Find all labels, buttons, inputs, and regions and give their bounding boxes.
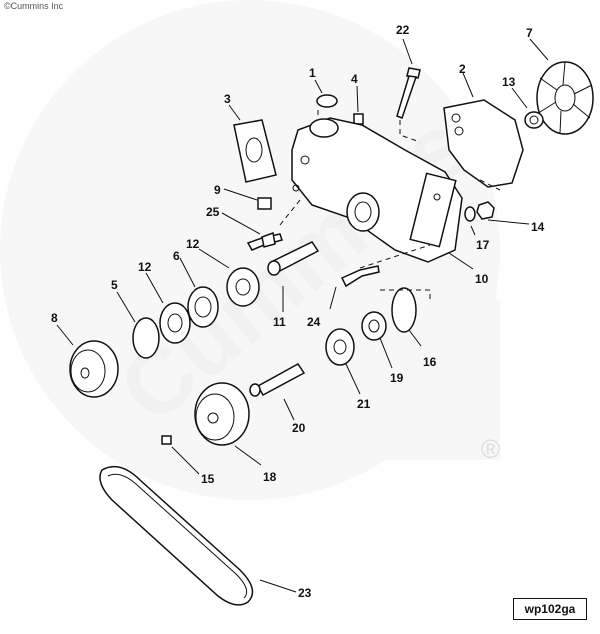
part-19-bearing xyxy=(361,311,387,341)
callout-24: 24 xyxy=(307,315,321,329)
callout-19: 19 xyxy=(390,371,404,385)
part-18-pulley xyxy=(194,382,250,446)
figure-code-label: wp102ga xyxy=(513,598,587,620)
part-23-belt xyxy=(99,465,254,606)
part-12-bearing-right xyxy=(226,267,260,307)
part-14-nut xyxy=(476,201,495,220)
part-15-set-screw xyxy=(161,435,172,445)
copyright-notice: ©Cummins Inc xyxy=(4,1,64,11)
part-25-bolt xyxy=(246,231,283,251)
part-6-bearing xyxy=(187,286,219,328)
callout-2: 2 xyxy=(459,62,466,76)
part-9-plug xyxy=(257,197,272,210)
callout-11: 11 xyxy=(273,315,286,329)
part-20-shaft xyxy=(249,363,306,397)
callout-17: 17 xyxy=(476,238,490,252)
callout-25: 25 xyxy=(206,205,220,219)
callout-9: 9 xyxy=(214,183,221,197)
callout-7: 7 xyxy=(526,26,533,40)
part-13-seal xyxy=(524,111,544,129)
registered-mark: ® xyxy=(481,434,500,464)
part-5-snap-ring xyxy=(132,317,160,359)
callout-16: 16 xyxy=(423,355,437,369)
part-4-plug xyxy=(353,113,364,125)
callout-23: 23 xyxy=(298,586,312,600)
leader-lines xyxy=(56,38,549,593)
part-17-washer xyxy=(464,206,476,222)
callout-15: 15 xyxy=(201,472,215,486)
watermark: Cummins ® xyxy=(100,94,501,464)
part-12-bearing-left xyxy=(159,302,191,344)
part-3-gasket xyxy=(233,119,277,183)
part-11-shaft xyxy=(267,241,320,276)
callout-14: 14 xyxy=(531,220,545,234)
part-2-gasket xyxy=(443,99,524,188)
callout-18: 18 xyxy=(263,470,277,484)
part-21-bearing xyxy=(325,328,355,366)
part-10-pump-housing xyxy=(291,117,463,263)
part-24-bolt xyxy=(340,265,380,288)
callout-13: 13 xyxy=(502,75,516,89)
part-7-impeller xyxy=(536,61,594,135)
part-8-pulley xyxy=(69,340,119,398)
callout-20: 20 xyxy=(292,421,306,435)
assembly-lines xyxy=(279,110,501,300)
callout-3: 3 xyxy=(224,92,231,106)
callouts: 1 2 3 4 5 6 7 8 9 10 11 12 12 13 14 15 1… xyxy=(51,23,545,600)
part-16-snap-ring xyxy=(391,287,417,333)
callout-12-lower: 12 xyxy=(138,260,152,274)
callout-21: 21 xyxy=(357,397,371,411)
callout-1: 1 xyxy=(309,66,316,80)
callout-8: 8 xyxy=(51,311,58,325)
part-22-bolt xyxy=(396,67,421,119)
callout-12-upper: 12 xyxy=(186,237,200,251)
callout-22: 22 xyxy=(396,23,410,37)
callout-10: 10 xyxy=(475,272,489,286)
part-1-o-ring xyxy=(316,94,338,108)
callout-5: 5 xyxy=(111,278,118,292)
callout-6: 6 xyxy=(173,249,180,263)
callout-4: 4 xyxy=(351,72,358,86)
